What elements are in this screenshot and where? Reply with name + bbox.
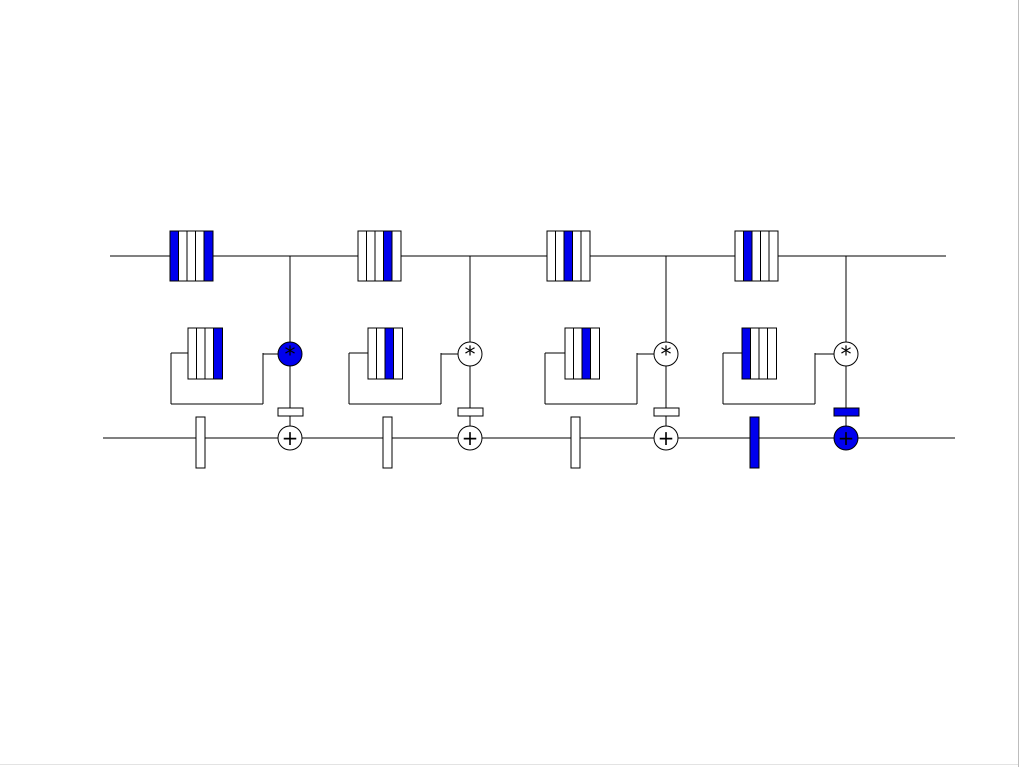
top-bank-bar	[760, 230, 770, 282]
adder-node	[457, 425, 483, 451]
local-bank-bar	[367, 327, 378, 380]
adder-symbol: +	[838, 426, 855, 450]
local-bank-bar	[758, 327, 769, 380]
top-bank-bar	[751, 230, 762, 282]
local-bank-bar	[213, 327, 223, 380]
adder-node	[833, 425, 859, 451]
local-bank-bar	[204, 327, 215, 380]
multiplier-symbol: *	[661, 343, 672, 368]
adder-node	[653, 425, 679, 451]
local-bank-bar	[564, 327, 575, 380]
top-bank-bar	[580, 230, 591, 282]
delay-element	[570, 416, 581, 469]
top-bank-bar	[374, 230, 385, 282]
top-bank-bar	[734, 230, 745, 282]
adder-symbol: +	[462, 426, 479, 450]
top-bank-bar	[366, 230, 376, 282]
bias-block	[833, 407, 860, 417]
top-bank-bar	[743, 230, 753, 282]
local-bank-bar	[750, 327, 760, 380]
top-bank-bar	[357, 230, 368, 282]
top-bank-bar	[546, 230, 557, 282]
bias-block	[277, 407, 304, 417]
top-bank-bar	[391, 230, 402, 282]
local-bank-bar	[573, 327, 583, 380]
local-bank-bar	[393, 327, 403, 380]
bias-block	[653, 407, 680, 417]
top-bank-bar	[186, 230, 197, 282]
top-bank-bar	[169, 230, 180, 282]
stage-2: *+	[348, 230, 484, 469]
local-bank-bar	[196, 327, 206, 380]
delay-element	[382, 416, 393, 469]
adder-node	[277, 425, 303, 451]
stage-4: *+	[722, 230, 860, 469]
delay-element	[195, 416, 206, 469]
local-bank-bar	[376, 327, 386, 380]
top-bank-bar	[195, 230, 205, 282]
stage-3: *+	[544, 230, 680, 469]
top-bank-bar	[383, 230, 393, 282]
stage-1: *+	[169, 230, 304, 469]
multiplier-symbol: *	[285, 343, 296, 368]
right-border	[1018, 0, 1019, 767]
local-bank-bar	[590, 327, 600, 380]
top-bank-bar	[555, 230, 565, 282]
local-bank-bar	[767, 327, 777, 380]
bottom-border	[0, 764, 1018, 765]
top-bank-bar	[768, 230, 779, 282]
adder-symbol: +	[658, 426, 675, 450]
top-bank-bar	[178, 230, 188, 282]
adder-symbol: +	[282, 426, 299, 450]
top-bank-bar	[572, 230, 582, 282]
local-bank-bar	[187, 327, 198, 380]
top-bank-bar	[203, 230, 214, 282]
multiplier-symbol: *	[841, 343, 852, 368]
local-bank-bar	[581, 327, 592, 380]
top-bank-bar	[563, 230, 574, 282]
multiplier-symbol: *	[465, 343, 476, 368]
local-bank-bar	[741, 327, 752, 380]
local-bank-bar	[384, 327, 395, 380]
bias-block	[457, 407, 484, 417]
delay-element	[749, 416, 760, 469]
